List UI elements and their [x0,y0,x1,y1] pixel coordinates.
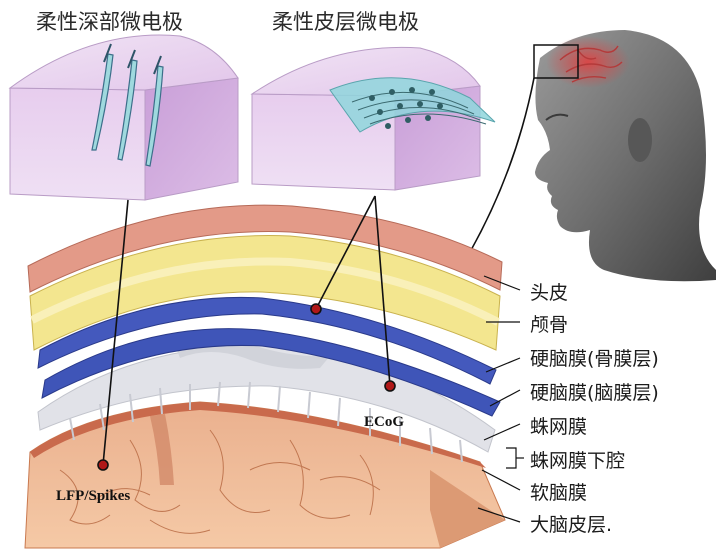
layer-label-pia: 软脑膜 [530,478,587,505]
ecog-label: ECoG [364,414,404,431]
layer-label-subarachnoid-space: 蛛网膜下腔 [530,446,625,473]
layer-label-scalp: 头皮 [530,278,568,305]
layer-label-cortex: 大脑皮层. [530,510,612,537]
layer-label-dura-meningeal: 硬脑膜(脑膜层) [530,378,659,405]
layer-label-skull: 颅骨 [530,310,568,337]
cortical-electrode-block [252,47,495,190]
deep-electrode-block [10,35,238,200]
layer-label-dura-periosteal: 硬脑膜(骨膜层) [530,344,659,371]
head-illustration [470,30,716,281]
cortical-microelectrode-caption: 柔性皮层微电极 [272,6,419,36]
lfp-spikes-label: LFP/Spikes [56,488,130,505]
layer-label-arachnoid: 蛛网膜 [530,412,587,439]
deep-microelectrode-caption: 柔性深部微电极 [36,6,183,36]
